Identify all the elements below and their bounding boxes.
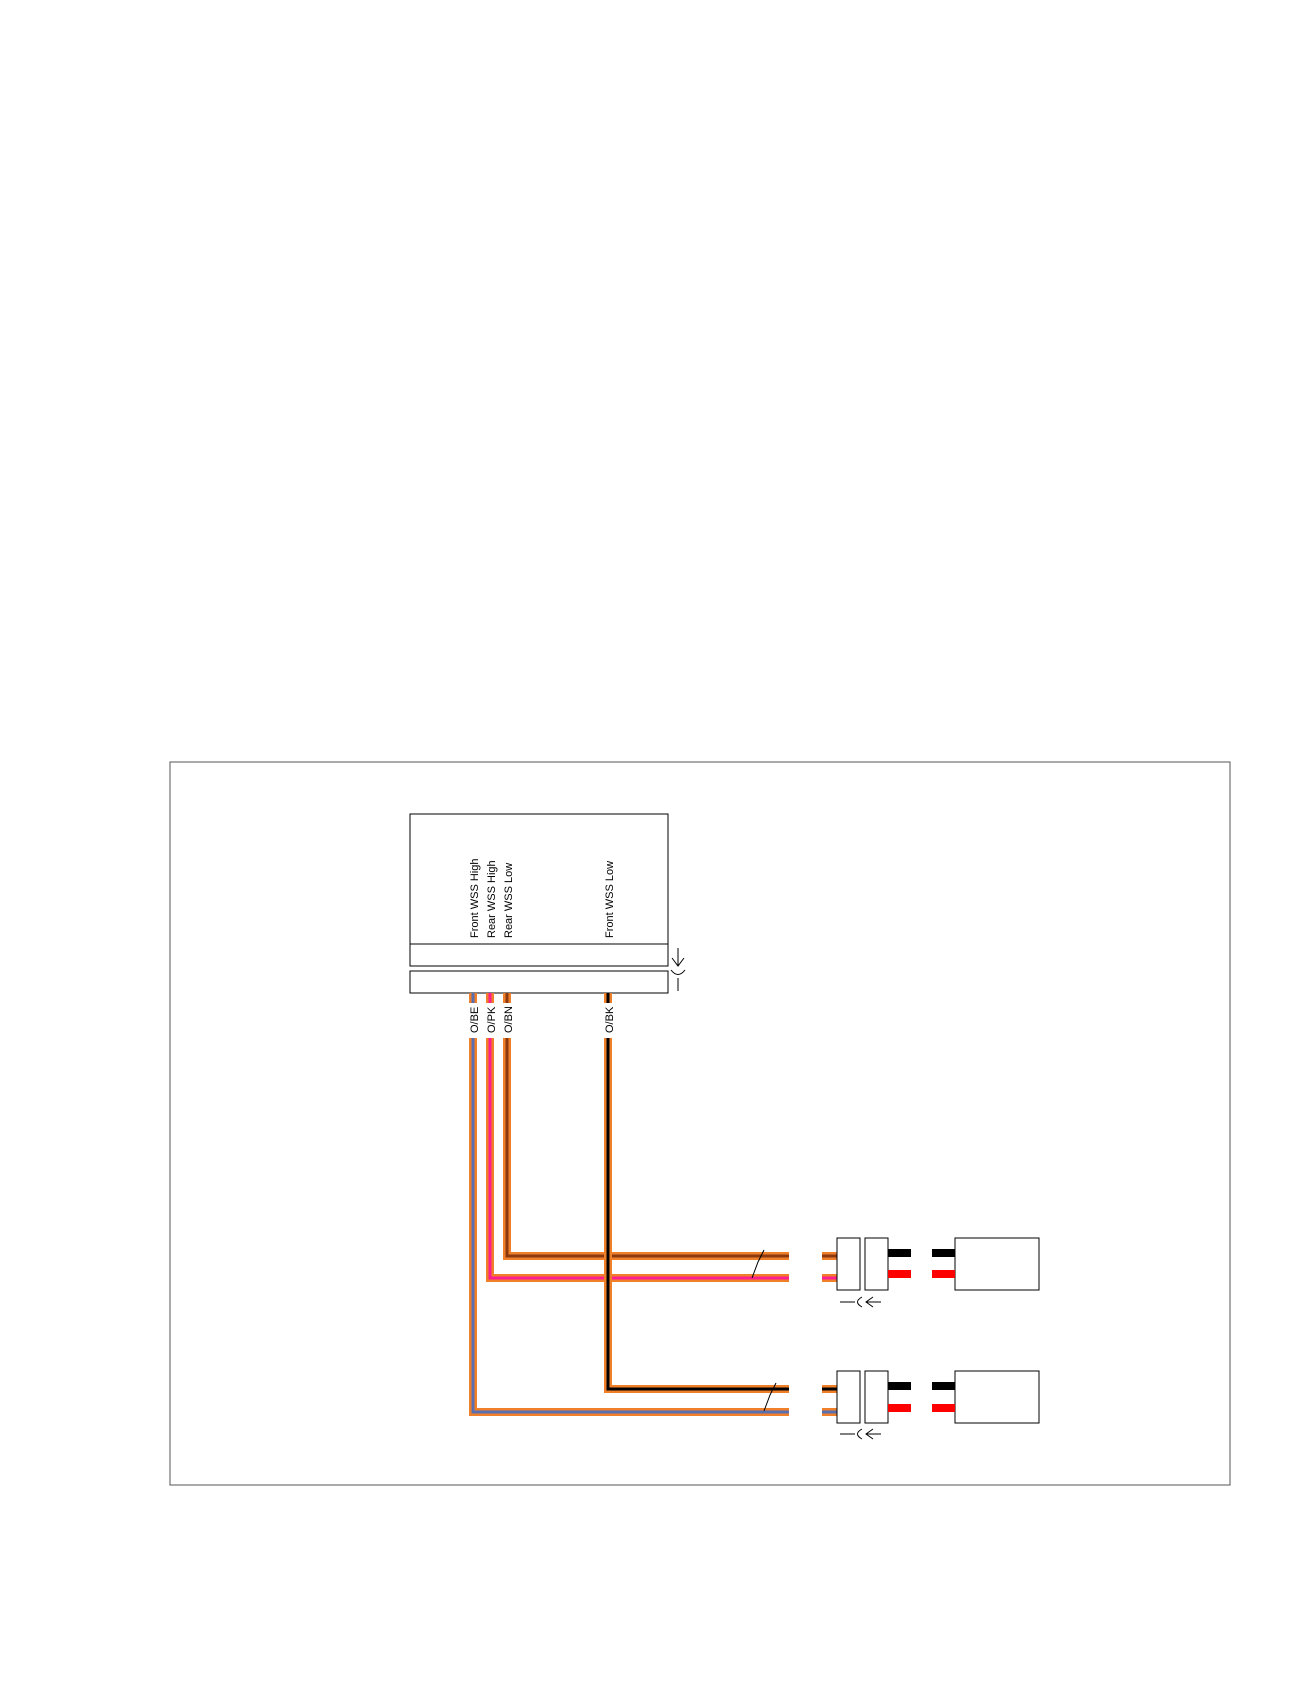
harness-break-mark-rear [751,1249,765,1279]
wire-o-be-stripe [471,993,789,1414]
front-sensor-connector-female [836,1370,861,1424]
pin-label-rear-wss-high: Rear WSS High [486,860,498,938]
harness-connector [409,970,669,994]
rear-connector-symbols [840,1296,881,1308]
wire-o-bk-base [604,993,789,1393]
male-terminal-symbol [670,969,686,991]
wire-label-o-pk: O/PK [486,1006,498,1033]
rear-sensor-connector-male [864,1237,889,1291]
wire-o-bn-stripe [505,993,789,1258]
front-connector-symbols [840,1428,881,1440]
wire-o-be [469,993,789,1416]
wire-label-o-bk: O/BK [604,1006,616,1033]
wire-o-pk-stripe [488,993,789,1280]
wire-label-o-be: O/BE [469,1007,481,1033]
wire-o-bk [604,993,789,1393]
module-connector-header [409,943,669,967]
sensor-leads-layer [888,1249,955,1412]
harness-break-mark-front [763,1382,777,1412]
wire-o-bn-base [503,993,789,1260]
female-terminal-symbol [671,948,685,967]
module-body [409,813,669,945]
wire-o-be-base [469,993,789,1416]
wire-label-o-bn: O/BN [503,1006,515,1033]
front-sensor-connector-male [864,1370,889,1424]
wire-o-pk-base [486,993,789,1282]
wire-o-bn [503,993,789,1260]
wire-o-bk-stripe [606,993,789,1391]
pin-label-front-wss-high: Front WSS High [469,859,481,938]
front-wheel-speed-sensor [954,1370,1040,1424]
wire-o-pk [486,993,789,1282]
wires-layer [469,993,837,1416]
rear-sensor-connector-female [836,1237,861,1291]
pin-label-rear-wss-low: Rear WSS Low [503,863,515,938]
rear-wheel-speed-sensor [954,1237,1040,1291]
diagram-frame [169,761,1231,1486]
pin-label-front-wss-low: Front WSS Low [604,861,616,938]
